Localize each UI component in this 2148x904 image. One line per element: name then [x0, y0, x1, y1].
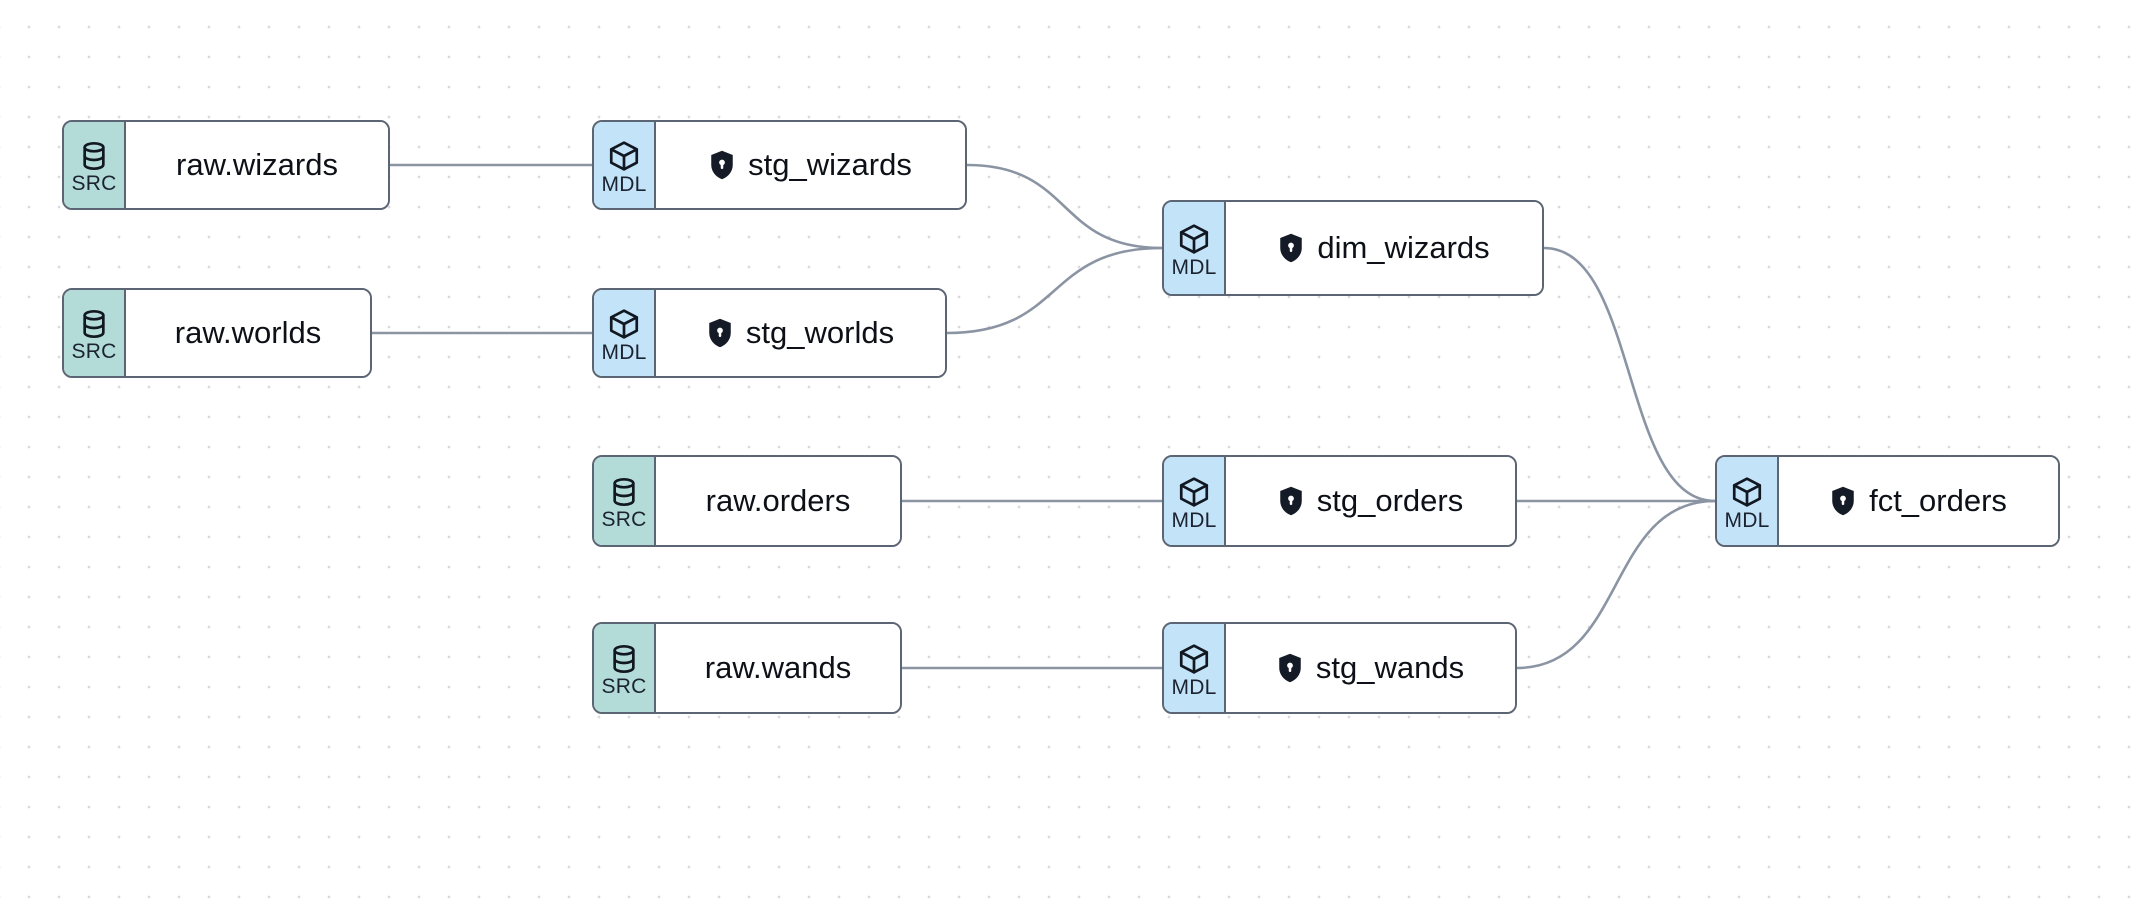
badge-label: MDL [1171, 509, 1217, 532]
node-badge-dim_wizards: MDL [1164, 202, 1226, 294]
badge-label: MDL [1171, 676, 1217, 699]
shield-lock-icon [1277, 653, 1303, 683]
node-raw_orders[interactable]: SRC raw.orders [592, 455, 902, 547]
badge-label: MDL [601, 173, 647, 196]
node-stg_orders[interactable]: MDL stg_orders [1162, 455, 1517, 547]
badge-label: SRC [71, 340, 117, 363]
edge-stg_wizards-to-dim_wizards [965, 163, 1164, 250]
cube-icon [1730, 475, 1764, 509]
node-body-fct_orders: fct_orders [1779, 457, 2058, 545]
node-body-stg_wands: stg_wands [1226, 624, 1515, 712]
node-label: stg_worlds [745, 315, 895, 350]
node-stg_wands[interactable]: MDL stg_wands [1162, 622, 1517, 714]
node-body-raw_wands: raw.wands [656, 624, 900, 712]
node-badge-stg_wizards: MDL [594, 122, 656, 208]
node-label: raw.worlds [174, 315, 322, 350]
node-body-raw_worlds: raw.worlds [126, 290, 370, 376]
node-dim_wizards[interactable]: MDL dim_wizards [1162, 200, 1544, 296]
database-icon [608, 643, 640, 675]
node-stg_worlds[interactable]: MDL stg_worlds [592, 288, 947, 378]
shield-lock-icon [707, 318, 733, 348]
badge-label: SRC [601, 675, 647, 698]
shield-lock-icon [1278, 233, 1304, 263]
node-body-stg_worlds: stg_worlds [656, 290, 945, 376]
node-raw_worlds[interactable]: SRC raw.worlds [62, 288, 372, 378]
node-badge-raw_worlds: SRC [64, 290, 126, 376]
node-label: raw.wands [704, 650, 852, 685]
badge-label: SRC [71, 172, 117, 195]
edge-dim_wizards-to-fct_orders [1542, 246, 1717, 503]
node-label: stg_orders [1316, 483, 1464, 518]
node-raw_wizards[interactable]: SRC raw.wizards [62, 120, 390, 210]
node-label: stg_wands [1315, 650, 1465, 685]
shield-lock-icon [709, 150, 735, 180]
node-body-stg_wizards: stg_wizards [656, 122, 965, 208]
cube-icon [1177, 475, 1211, 509]
node-badge-raw_wands: SRC [594, 624, 656, 712]
database-icon [78, 140, 110, 172]
cube-icon [1177, 642, 1211, 676]
badge-label: MDL [1724, 509, 1770, 532]
database-icon [78, 308, 110, 340]
node-body-stg_orders: stg_orders [1226, 457, 1515, 545]
cube-icon [1177, 222, 1211, 256]
node-badge-stg_wands: MDL [1164, 624, 1226, 712]
node-badge-raw_wizards: SRC [64, 122, 126, 208]
node-label: dim_wizards [1317, 230, 1490, 265]
node-badge-fct_orders: MDL [1717, 457, 1779, 545]
node-label: fct_orders [1869, 483, 2007, 518]
node-label: stg_wizards [748, 147, 912, 182]
node-badge-stg_orders: MDL [1164, 457, 1226, 545]
badge-label: SRC [601, 508, 647, 531]
cube-icon [607, 139, 641, 173]
shield-lock-icon [1278, 486, 1304, 516]
badge-label: MDL [1171, 256, 1217, 279]
node-body-raw_wizards: raw.wizards [126, 122, 388, 208]
node-stg_wizards[interactable]: MDL stg_wizards [592, 120, 967, 210]
edge-stg_wands-to-fct_orders [1515, 499, 1717, 670]
node-raw_wands[interactable]: SRC raw.wands [592, 622, 902, 714]
node-badge-raw_orders: SRC [594, 457, 656, 545]
node-badge-stg_worlds: MDL [594, 290, 656, 376]
badge-label: MDL [601, 341, 647, 364]
node-body-raw_orders: raw.orders [656, 457, 900, 545]
shield-lock-icon [1830, 486, 1856, 516]
node-label: raw.orders [705, 483, 851, 518]
edge-stg_worlds-to-dim_wizards [945, 246, 1164, 335]
cube-icon [607, 307, 641, 341]
node-body-dim_wizards: dim_wizards [1226, 202, 1542, 294]
node-fct_orders[interactable]: MDL fct_orders [1715, 455, 2060, 547]
database-icon [608, 476, 640, 508]
node-label: raw.wizards [176, 147, 338, 182]
